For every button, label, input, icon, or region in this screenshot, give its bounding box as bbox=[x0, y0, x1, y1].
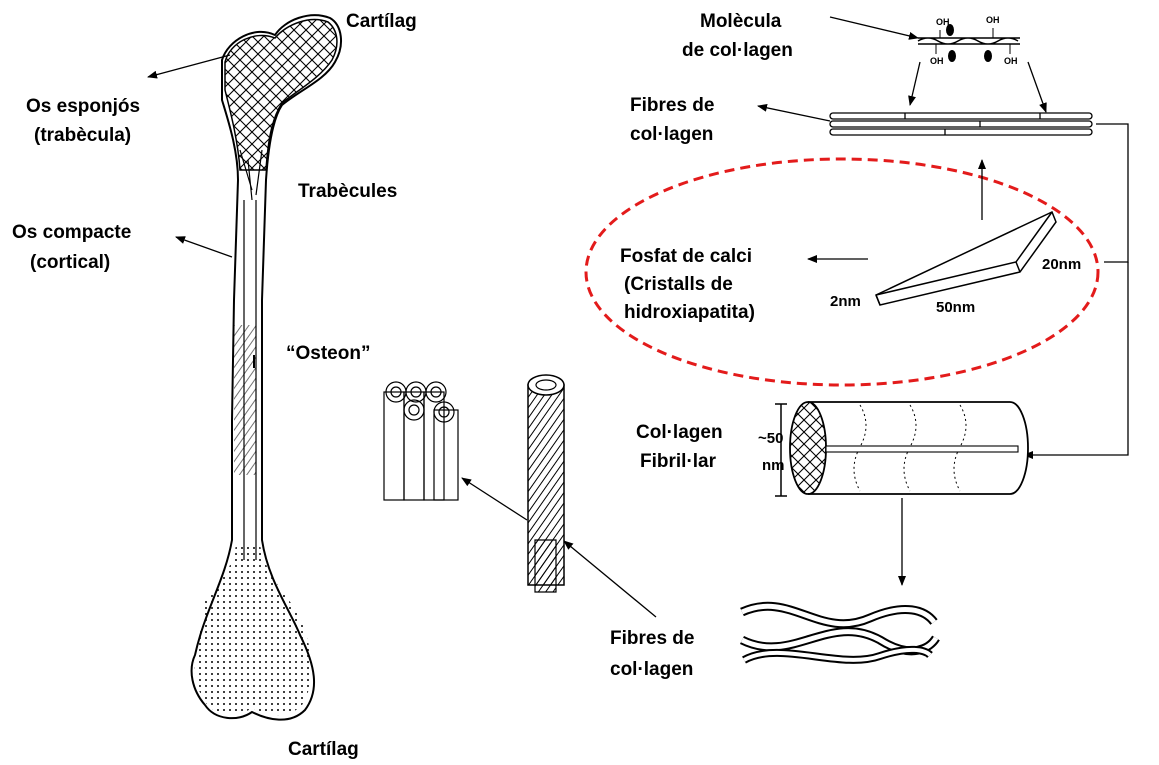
femur-head-mesh bbox=[225, 20, 337, 170]
label-compact-bone-line1: Os compacte bbox=[12, 222, 131, 243]
label-collagen-molecule-line1: Molècula bbox=[700, 11, 782, 32]
label-dimension-20nm: 20nm bbox=[1042, 256, 1081, 273]
label-dimension-2nm: 2nm bbox=[830, 293, 861, 310]
label-calcium-phosphate-line1: Fosfat de calci bbox=[620, 246, 752, 267]
arrow-molecule-to-fibre-left bbox=[910, 62, 920, 105]
single-osteon-drawing bbox=[528, 375, 564, 592]
label-collagen-fibres-bottom-line1: Fibres de bbox=[610, 628, 694, 649]
label-fibrillar-collagen-line1: Col·lagen bbox=[636, 422, 723, 443]
arrow-spongy-bone bbox=[148, 55, 230, 77]
label-calcium-phosphate-line3: hidroxiapatita) bbox=[624, 302, 755, 323]
osteon-bundle-drawing bbox=[384, 382, 458, 500]
label-oh-3: OH bbox=[930, 56, 944, 66]
collagen-fibres-top-drawing bbox=[830, 113, 1092, 135]
arrow-collagen-fibres-top bbox=[758, 106, 830, 121]
label-dimension-50nm: 50nm bbox=[936, 299, 975, 316]
label-fibrillar-collagen-line2: Fibril·lar bbox=[640, 451, 717, 472]
twisted-collagen-fibres-drawing bbox=[742, 606, 936, 660]
label-spongy-bone-line1: Os esponjós bbox=[26, 96, 140, 117]
label-collagen-fibres-bottom-line2: col·lagen bbox=[610, 659, 693, 680]
label-calcium-phosphate-line2: (Cristalls de bbox=[624, 274, 733, 295]
arrow-molecule-to-fibre-right bbox=[1028, 62, 1046, 112]
hydroxyapatite-crystal-drawing bbox=[876, 212, 1056, 305]
connector-fibres-right bbox=[1096, 124, 1128, 262]
collagen-fibril-drawing bbox=[790, 402, 1028, 494]
label-oh-2: OH bbox=[986, 15, 1000, 25]
label-oh-1: OH bbox=[936, 17, 950, 27]
label-cartilage-bottom: Cartílag bbox=[288, 739, 359, 760]
femur-drawing bbox=[192, 15, 341, 719]
label-collagen-fibres-top-line2: col·lagen bbox=[630, 124, 713, 145]
connector-to-fibril bbox=[1024, 262, 1128, 455]
arrow-osteon-to-bundle bbox=[462, 478, 527, 520]
femur-distal-spongy bbox=[195, 545, 312, 715]
label-compact-bone-line2: (cortical) bbox=[30, 252, 110, 273]
label-trabeculae: Trabècules bbox=[298, 181, 397, 202]
arrow-compact-bone bbox=[176, 237, 232, 257]
femur-cortical-section bbox=[234, 325, 256, 475]
label-collagen-molecule-line2: de col·lagen bbox=[682, 40, 793, 61]
arrow-collagen-fibres-bottom bbox=[564, 541, 656, 617]
highlight-dashed-ellipse bbox=[586, 159, 1098, 385]
label-spongy-bone-line2: (trabècula) bbox=[34, 125, 131, 146]
arrow-collagen-molecule bbox=[830, 17, 918, 38]
label-osteon: “Osteon” bbox=[286, 343, 370, 364]
label-collagen-fibres-top-line1: Fibres de bbox=[630, 95, 714, 116]
label-oh-4: OH bbox=[1004, 56, 1018, 66]
label-fibril-diameter-unit: nm bbox=[762, 457, 785, 474]
label-cartilage-top: Cartílag bbox=[346, 11, 417, 32]
label-fibril-diameter-value: ~50 bbox=[758, 430, 783, 447]
